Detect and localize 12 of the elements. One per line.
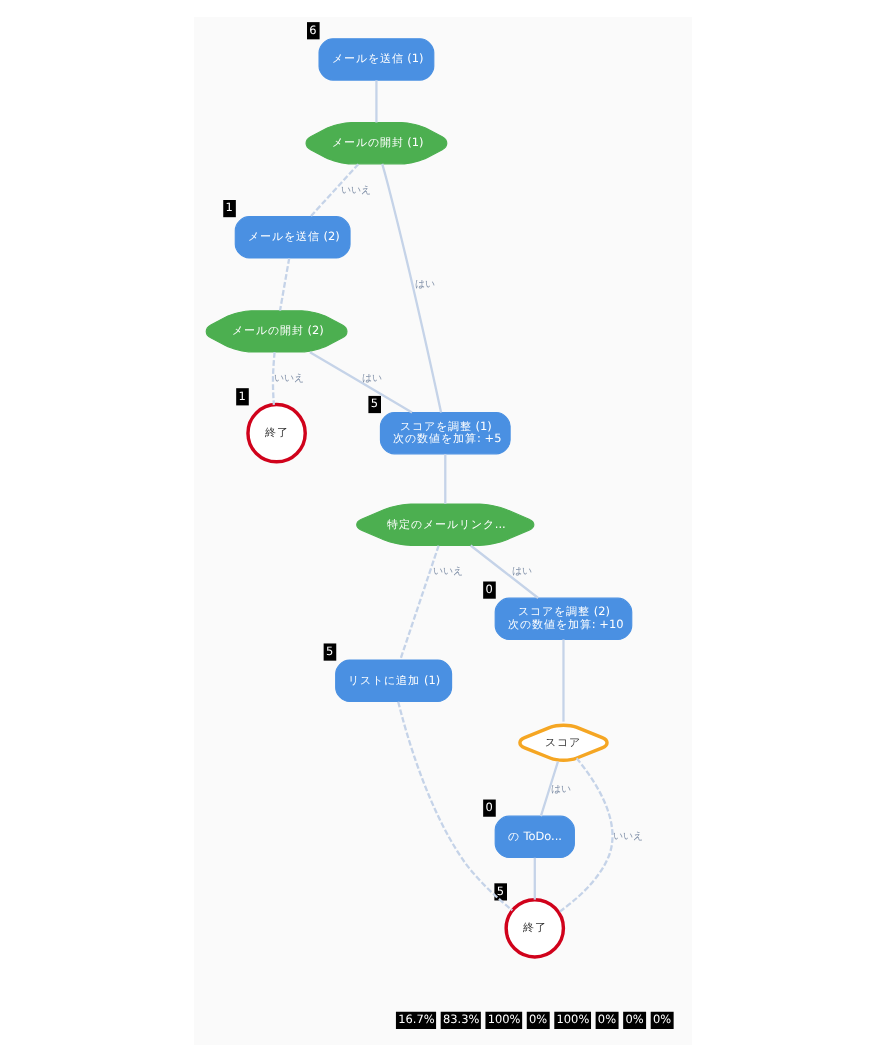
connector [398,545,439,661]
connector [277,258,290,311]
connector [308,163,359,218]
connector [556,757,613,914]
connector [270,352,275,405]
connector [561,639,564,722]
connector [532,857,535,900]
connector [374,80,377,123]
connector [396,701,513,912]
connector [380,163,442,413]
connector [538,761,559,817]
connector [443,454,446,504]
